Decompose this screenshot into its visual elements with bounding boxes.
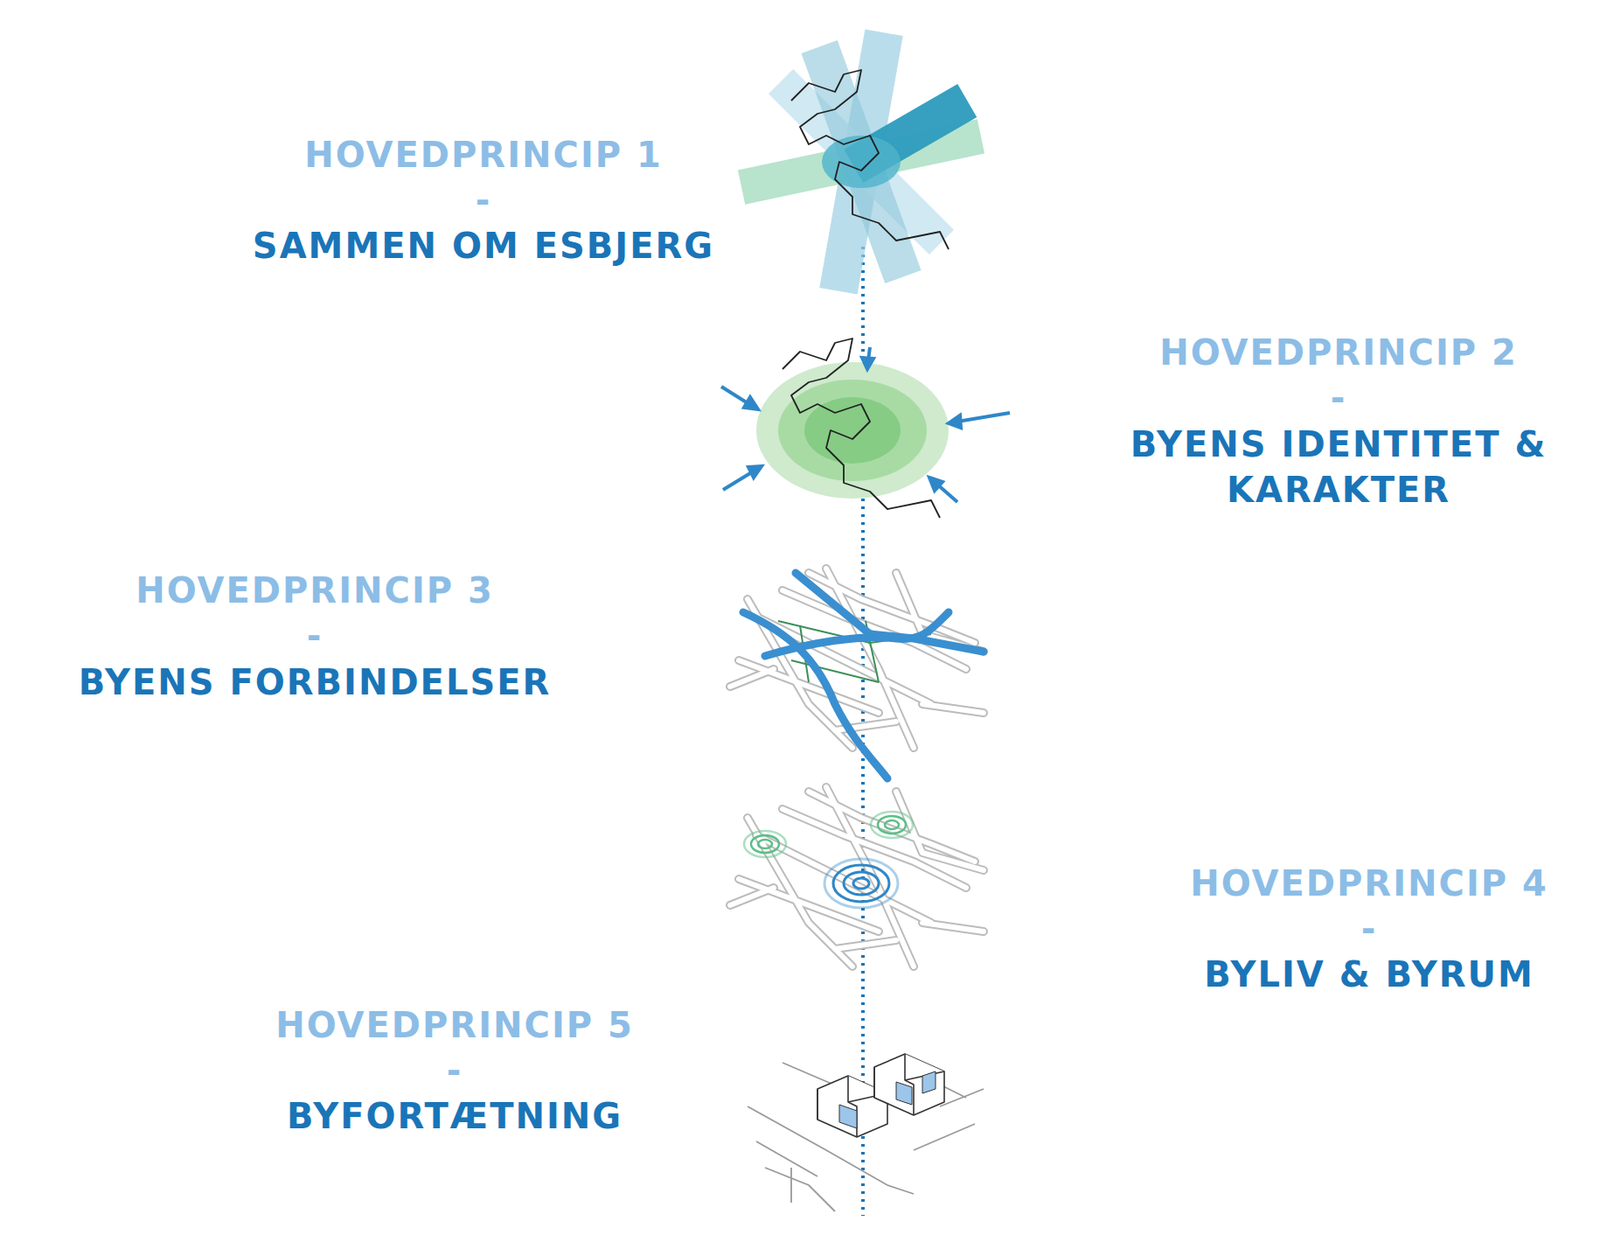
- city-life-icon: [730, 786, 984, 967]
- principle-title: BYFORTÆTNING: [192, 1092, 717, 1139]
- separator-dash: -: [410, 1047, 499, 1093]
- densification-icon: [747, 1053, 984, 1211]
- separator-dash: -: [439, 177, 528, 223]
- principle-title: SAMMEN OM ESBJERG: [203, 222, 764, 269]
- principle-title: BYLIV & BYRUM: [1150, 951, 1588, 997]
- separator-dash: -: [271, 612, 359, 659]
- principle-number: HOVEDPRINCIP 2: [1093, 329, 1584, 376]
- principle-title: BYENS IDENTITET & KARAKTER: [1093, 421, 1584, 513]
- principle-title: BYENS FORBINDELSER: [34, 659, 595, 705]
- principle-number: HOVEDPRINCIP 4: [1150, 860, 1588, 906]
- hands-icon: [737, 28, 985, 294]
- principle-number: HOVEDPRINCIP 3: [52, 567, 578, 613]
- separator-dash: -: [1294, 375, 1383, 421]
- principle-number: HOVEDPRINCIP 1: [221, 132, 746, 178]
- separator-dash: -: [1325, 905, 1413, 952]
- principle-number: HOVEDPRINCIP 5: [192, 1001, 717, 1048]
- connections-icon: [730, 568, 984, 779]
- identity-icon: [721, 338, 1010, 518]
